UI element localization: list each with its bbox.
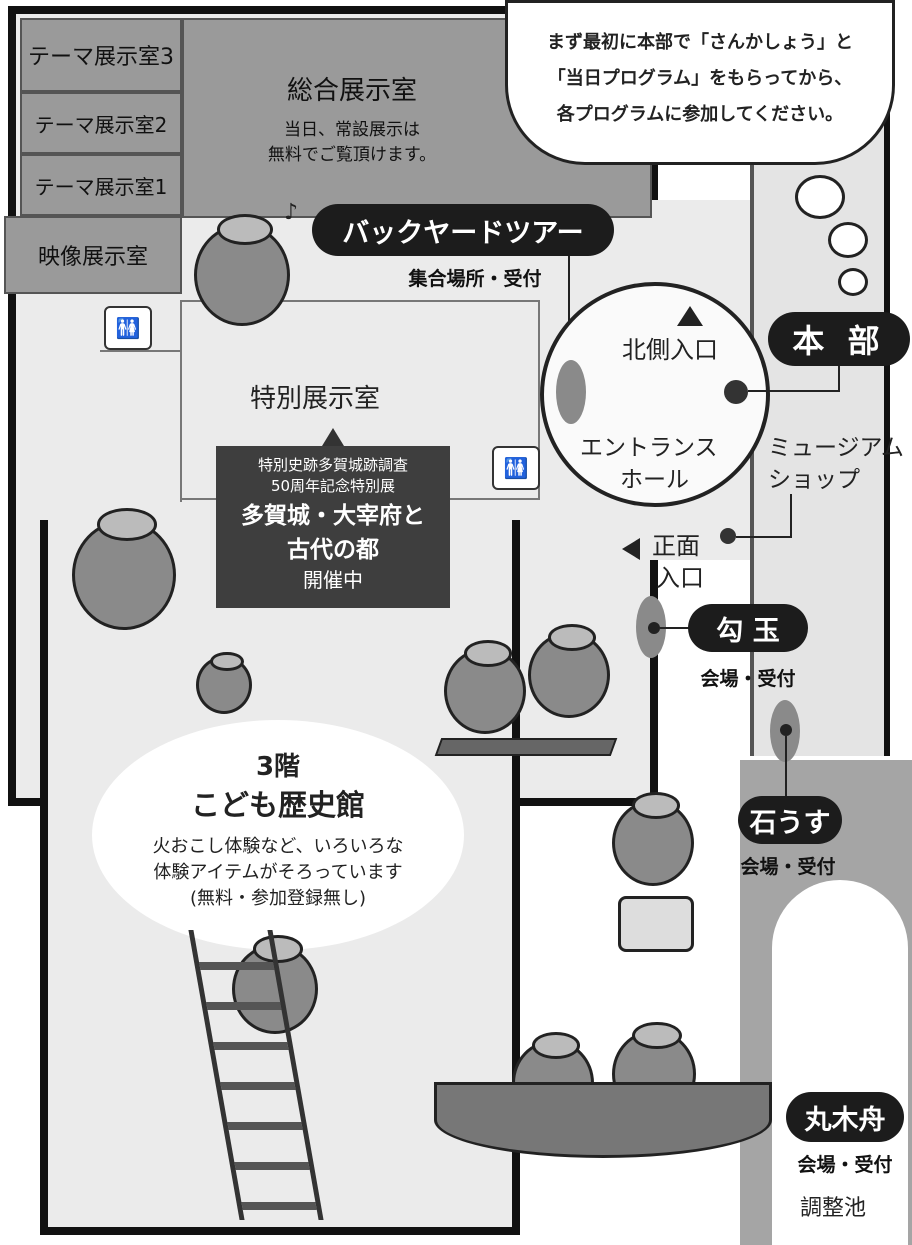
- general-title: 総合展示室: [286, 76, 417, 106]
- backyard-tour-sub: 集合場所・受付: [408, 268, 542, 290]
- front-entrance-line2: 入口: [656, 564, 704, 592]
- mascot-character: [612, 791, 694, 886]
- cloud-dot-3: [838, 268, 868, 296]
- restroom-icon: 🚻: [104, 306, 152, 350]
- room-video: 映像展示室: [4, 216, 182, 294]
- room-theme3: テーマ展示室3: [20, 18, 182, 92]
- front-entrance-line1: 正面: [652, 532, 700, 560]
- canoe-sub: 会場・受付: [797, 1154, 893, 1176]
- mascot-character: [194, 213, 290, 326]
- museum-shop-line2: ショップ: [768, 467, 860, 493]
- corridor-line: [100, 350, 182, 502]
- ishiusu-connector: [785, 736, 787, 800]
- backyard-marker: [556, 360, 586, 424]
- room-theme1: テーマ展示室1: [20, 154, 182, 216]
- exhibit-line5: 開催中: [303, 568, 363, 592]
- ishiusu-sub: 会場・受付: [740, 856, 836, 878]
- dugout-canoe: [434, 1082, 772, 1158]
- room-theme2: テーマ展示室2: [20, 92, 182, 154]
- triangle-up-icon: [322, 428, 344, 446]
- special-exhibit-box: 特別史跡多賀城跡調査 50周年記念特別展 多賀城・大宰府と 古代の都 開催中: [216, 446, 450, 608]
- special-room-label: 特別展示室: [250, 384, 381, 414]
- kids-title: こども歴史館: [190, 788, 365, 822]
- mascot-character: [196, 651, 252, 714]
- kids-floor: 3階: [255, 752, 301, 782]
- honbu-connector-v: [838, 362, 840, 392]
- ishiusu-label: 石うす: [738, 796, 842, 844]
- mascot-character: [444, 639, 526, 734]
- stone-mortar: [618, 896, 694, 952]
- entrance-hall-line2: ホール: [620, 467, 689, 493]
- shop-connector-v: [790, 494, 792, 538]
- triangle-up-icon: [677, 306, 703, 326]
- canoe-label: 丸木舟: [786, 1092, 904, 1142]
- cloud-dot-2: [828, 222, 868, 258]
- instruction-line1: まず最初に本部で「さんかしょう」と: [547, 32, 853, 53]
- mascot-character: [528, 623, 610, 718]
- backyard-tour-label: バックヤードツアー: [312, 204, 614, 256]
- pond-bubble: [772, 880, 908, 1245]
- general-note1: 当日、常設展示は: [284, 120, 420, 140]
- exhibit-line1: 特別史跡多賀城跡調査: [257, 456, 408, 474]
- honbu-connector: [748, 390, 840, 392]
- entrance-hall-line1: エントランス: [580, 435, 718, 461]
- museum-shop-line1: ミュージアム: [768, 435, 904, 461]
- exhibit-line2: 50周年記念特別展: [270, 477, 396, 495]
- instruction-line2: 「当日プログラム」をもらってから、: [547, 68, 853, 89]
- kids-hall-bubble: [92, 720, 464, 950]
- cloud-dot-1: [795, 175, 845, 219]
- honbu-marker: [724, 380, 748, 404]
- music-note-icon: ♪: [284, 200, 299, 225]
- kids-desc2: 体験アイテムがそろっています: [153, 862, 403, 883]
- shop-connector: [736, 536, 792, 538]
- triangle-left-icon: [622, 538, 640, 560]
- magatama-dot: [648, 622, 660, 634]
- restroom-icon: 🚻: [492, 446, 540, 490]
- north-entrance-label: 北側入口: [622, 336, 718, 364]
- workbench: [434, 738, 618, 756]
- pond-label: 調整池: [800, 1196, 867, 1221]
- magatama-sub: 会場・受付: [700, 668, 796, 690]
- exhibit-line3: 多賀城・大宰府と: [241, 503, 425, 529]
- magatama-label: 勾 玉: [688, 604, 808, 652]
- ishiusu-dot: [780, 724, 792, 736]
- instruction-line3: 各プログラムに参加してください。: [556, 104, 844, 125]
- magatama-connector: [660, 627, 690, 629]
- honbu-label: 本 部: [768, 312, 910, 366]
- shop-marker: [720, 528, 736, 544]
- general-note2: 無料でご覧頂けます。: [267, 145, 437, 165]
- exhibit-line4: 古代の都: [287, 537, 379, 563]
- kids-desc3: (無料・参加登録無し): [189, 888, 367, 909]
- mascot-character: [72, 508, 176, 630]
- kids-desc1: 火おこし体験など、いろいろな: [152, 836, 404, 857]
- instruction-cloud: [505, 0, 895, 165]
